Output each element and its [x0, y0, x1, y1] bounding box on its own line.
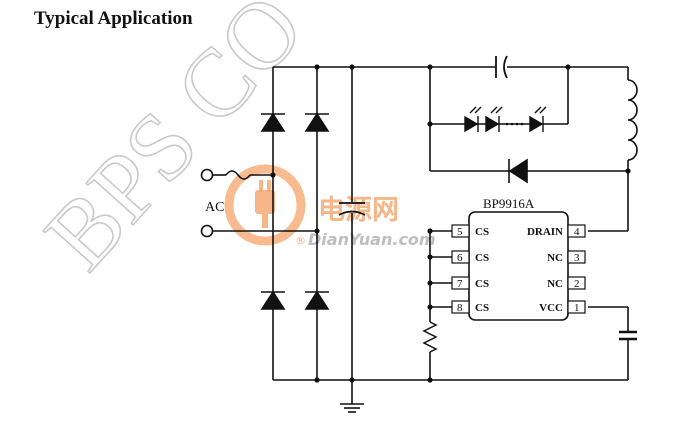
ic-chip: BP9916A 5 6 7 8 CS CS CS CS [451, 196, 586, 321]
pin-number: 7 [457, 278, 463, 290]
pin-number: 1 [574, 302, 580, 314]
pin-label: CS [475, 226, 489, 238]
pin-number: 8 [457, 302, 463, 314]
pin-label: CS [475, 252, 489, 264]
pin-number: 3 [574, 252, 580, 264]
led-icon [529, 106, 547, 133]
inductor-icon [627, 79, 638, 161]
diode-icon [304, 290, 330, 310]
page-title: Typical Application [34, 8, 193, 29]
pin-label: NC [547, 252, 563, 264]
junction-dots [270, 64, 631, 383]
logo-plug-icon [255, 190, 275, 214]
pin-label: VCC [539, 302, 563, 314]
led-icon [464, 106, 482, 133]
pin-number: 2 [574, 278, 580, 290]
pin-label: DRAIN [527, 226, 563, 238]
diode-icon [260, 290, 286, 310]
logo-ring-icon [224, 164, 306, 246]
bridge-diodes [260, 112, 330, 310]
pin-label: NC [547, 278, 563, 290]
chip-body [468, 211, 569, 321]
chip-name: BP9916A [483, 196, 535, 211]
right-pin-boxes [567, 224, 586, 314]
led-string [464, 106, 547, 133]
ac-terminal-top [200, 168, 214, 182]
ac-terminal-bottom [200, 224, 214, 238]
vcc-capacitor-icon [619, 330, 637, 341]
pin-label: CS [475, 278, 489, 290]
diode-icon [260, 112, 286, 132]
ac-label: AC [205, 200, 224, 215]
ellipsis-dots [505, 122, 524, 126]
pin-number: 4 [574, 226, 580, 238]
sense-resistor-icon [422, 321, 438, 353]
left-pin-boxes [451, 224, 470, 314]
freewheel-diode-icon [508, 158, 528, 184]
diode-icon [304, 112, 330, 132]
ground-icon [340, 403, 364, 413]
logo-url-text: DianYuan.com [308, 230, 436, 249]
pin-number: 5 [457, 226, 463, 238]
pin-label: CS [475, 302, 489, 314]
output-capacitor-icon [495, 55, 508, 79]
bulk-capacitor-icon [338, 202, 366, 216]
watermark-diagonal-text: BPS CO [24, 0, 323, 289]
logo-registered-mark: ® [295, 234, 306, 247]
dianyuan-logo: 电源网 ® DianYuan.com [224, 164, 436, 249]
led-icon [485, 106, 503, 133]
watermark: BPS CO [23, 0, 324, 290]
logo-chinese-text: 电源网 [318, 195, 399, 226]
pin-number: 6 [457, 252, 463, 264]
